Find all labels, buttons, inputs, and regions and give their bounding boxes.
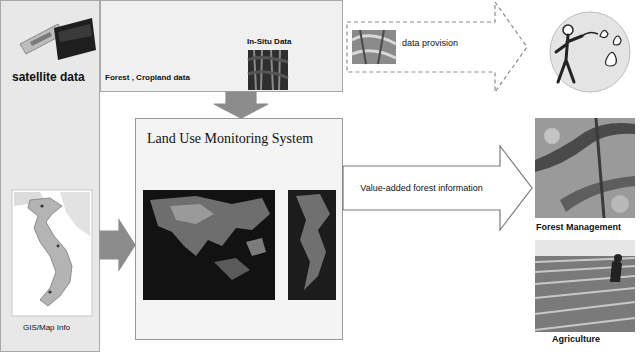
output-caption: Agriculture xyxy=(552,334,600,344)
output-item: Agriculture xyxy=(532,240,638,350)
vietnam-satellite-image xyxy=(288,190,336,300)
agriculture-photo xyxy=(535,240,635,332)
panel-label: In-Situ Data xyxy=(247,37,291,46)
process-box: Land Use Monitoring System xyxy=(135,118,343,340)
panel-label: Forest , Cropland data xyxy=(105,73,190,82)
edge-label: Value-added forest information xyxy=(358,182,484,194)
arrow-label: data provision xyxy=(402,38,458,48)
firefighter-icon xyxy=(550,12,630,92)
map-image xyxy=(12,190,92,316)
provision-thumbnail xyxy=(352,30,396,64)
forest-photo xyxy=(248,50,288,90)
satellite-image xyxy=(20,18,96,60)
block-arrow xyxy=(214,92,268,118)
output-item: Forest Management xyxy=(532,118,638,238)
asia-satellite-image xyxy=(143,190,275,300)
dashed-arrow xyxy=(347,2,527,92)
forest-management-photo xyxy=(535,118,635,218)
source-panel: satellite dataGIS/Map Info xyxy=(0,0,100,352)
panel-label: GIS/Map Info xyxy=(23,323,70,332)
panel-label: satellite data xyxy=(12,71,85,85)
outline-arrow xyxy=(343,146,532,230)
box-title: Land Use Monitoring System xyxy=(147,131,313,147)
input-panel: Forest , Cropland data In-Situ Data xyxy=(100,0,343,92)
output-caption: Forest Management xyxy=(536,222,621,232)
block-arrow xyxy=(100,220,135,270)
